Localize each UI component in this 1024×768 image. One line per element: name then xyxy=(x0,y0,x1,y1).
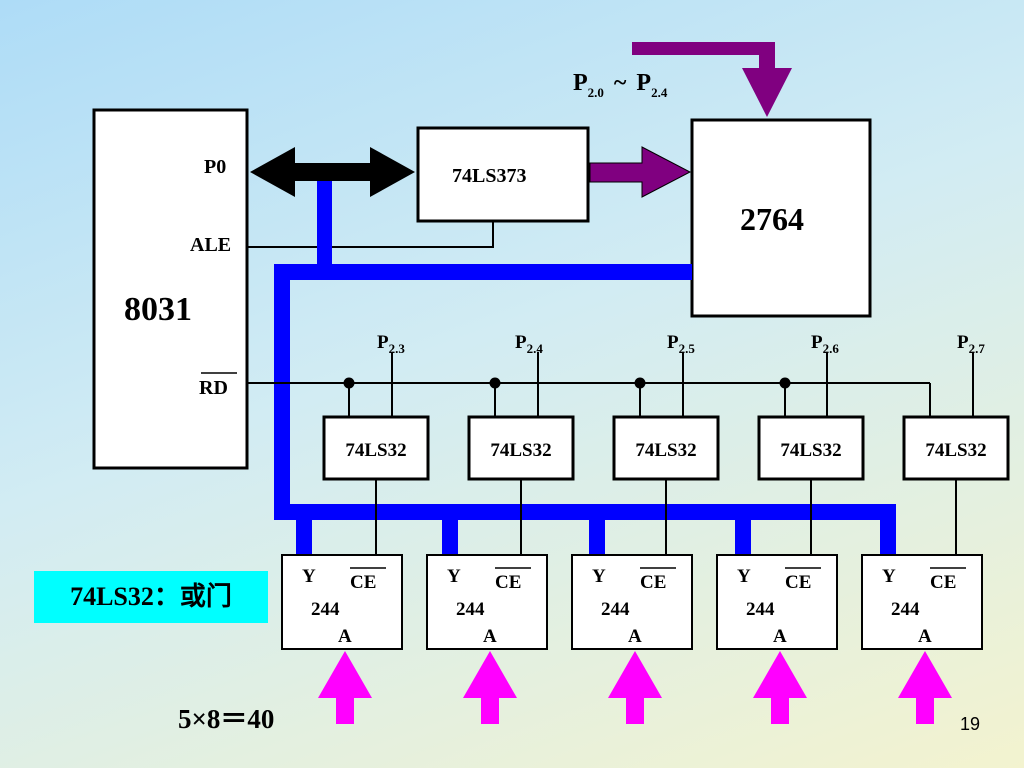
page-number: 19 xyxy=(960,714,981,734)
data-bus xyxy=(274,181,896,555)
or-gate-label: 74LS32 xyxy=(925,440,986,461)
buffer-name-label: 244 xyxy=(311,599,340,620)
buffer-y-label: Y xyxy=(592,566,606,587)
port-label-2: P2.4 xyxy=(515,332,543,356)
rd-wiring xyxy=(247,352,974,555)
port-label-1: P2.3 xyxy=(377,332,405,356)
or-gate-1: 74LS32 xyxy=(322,415,430,481)
or-gate-5: 74LS32 xyxy=(902,415,1010,481)
pin-ale-label: ALE xyxy=(190,234,231,256)
port-label-4: P2.6 xyxy=(811,332,839,356)
buffer-ce-label: CE xyxy=(640,572,666,593)
port-label-3: P2.5 xyxy=(667,332,695,356)
pin-p0-label: P0 xyxy=(204,156,226,178)
buffer-a-label: A xyxy=(773,626,787,647)
buffer-a-label: A xyxy=(483,626,497,647)
or-gate-label: 74LS32 xyxy=(345,440,406,461)
buffer-244-4: Y CE 244 A xyxy=(716,554,838,650)
buffer-name-label: 244 xyxy=(891,599,920,620)
input-arrow-3 xyxy=(608,651,662,724)
buffer-name-label: 244 xyxy=(601,599,630,620)
input-arrow-4 xyxy=(753,651,807,724)
address-arrow-top xyxy=(632,42,792,117)
chip-2764-label: 2764 xyxy=(740,201,804,237)
input-arrow-5 xyxy=(898,651,952,724)
or-gate-2: 74LS32 xyxy=(467,415,575,481)
chip-8031: 8031 P0 ALE RD xyxy=(92,108,249,470)
buffer-ce-label: CE xyxy=(350,572,376,593)
chip-8031-label: 8031 xyxy=(124,291,192,328)
chip-2764: 2764 xyxy=(690,118,872,318)
rd-junction-dots xyxy=(343,377,791,389)
input-arrow-2 xyxy=(463,651,517,724)
or-gate-label: 74LS32 xyxy=(780,440,841,461)
buffer-ce-label: CE xyxy=(785,572,811,593)
ale-wire xyxy=(247,221,494,248)
buffer-244-2: Y CE 244 A xyxy=(426,554,548,650)
buffer-244-1: Y CE 244 A xyxy=(281,554,403,650)
buffer-a-label: A xyxy=(628,626,642,647)
address-range-label: P2.0~P2.4 xyxy=(573,70,668,100)
chip-74ls373: 74LS373 xyxy=(416,126,590,223)
buffer-y-label: Y xyxy=(737,566,751,587)
address-arrow-latch-to-eprom xyxy=(589,146,692,198)
p0-bidirectional-arrow xyxy=(250,147,415,197)
buffer-a-label: A xyxy=(918,626,932,647)
or-gate-label: 74LS32 xyxy=(635,440,696,461)
or-gate-legend: 74LS32：或门 xyxy=(34,571,268,623)
buffer-ce-label: CE xyxy=(495,572,521,593)
formula-label: 5×8＝40 xyxy=(178,704,275,734)
input-arrow-1 xyxy=(318,651,372,724)
buffer-name-label: 244 xyxy=(746,599,775,620)
or-gate-3: 74LS32 xyxy=(612,415,720,481)
pin-rd-label: RD xyxy=(199,377,228,399)
chip-74ls373-label: 74LS373 xyxy=(452,165,526,187)
buffer-y-label: Y xyxy=(882,566,896,587)
or-gate-label: 74LS32 xyxy=(490,440,551,461)
buffer-244-3: Y CE 244 A xyxy=(571,554,693,650)
port-label-5: P2.7 xyxy=(957,332,985,356)
buffer-name-label: 244 xyxy=(456,599,485,620)
input-arrows xyxy=(318,651,952,724)
buffer-a-label: A xyxy=(338,626,352,647)
buffer-ce-label: CE xyxy=(930,572,956,593)
buffer-y-label: Y xyxy=(447,566,461,587)
buffer-244-5: Y CE 244 A xyxy=(861,554,983,650)
or-gate-4: 74LS32 xyxy=(757,415,865,481)
buffer-y-label: Y xyxy=(302,566,316,587)
